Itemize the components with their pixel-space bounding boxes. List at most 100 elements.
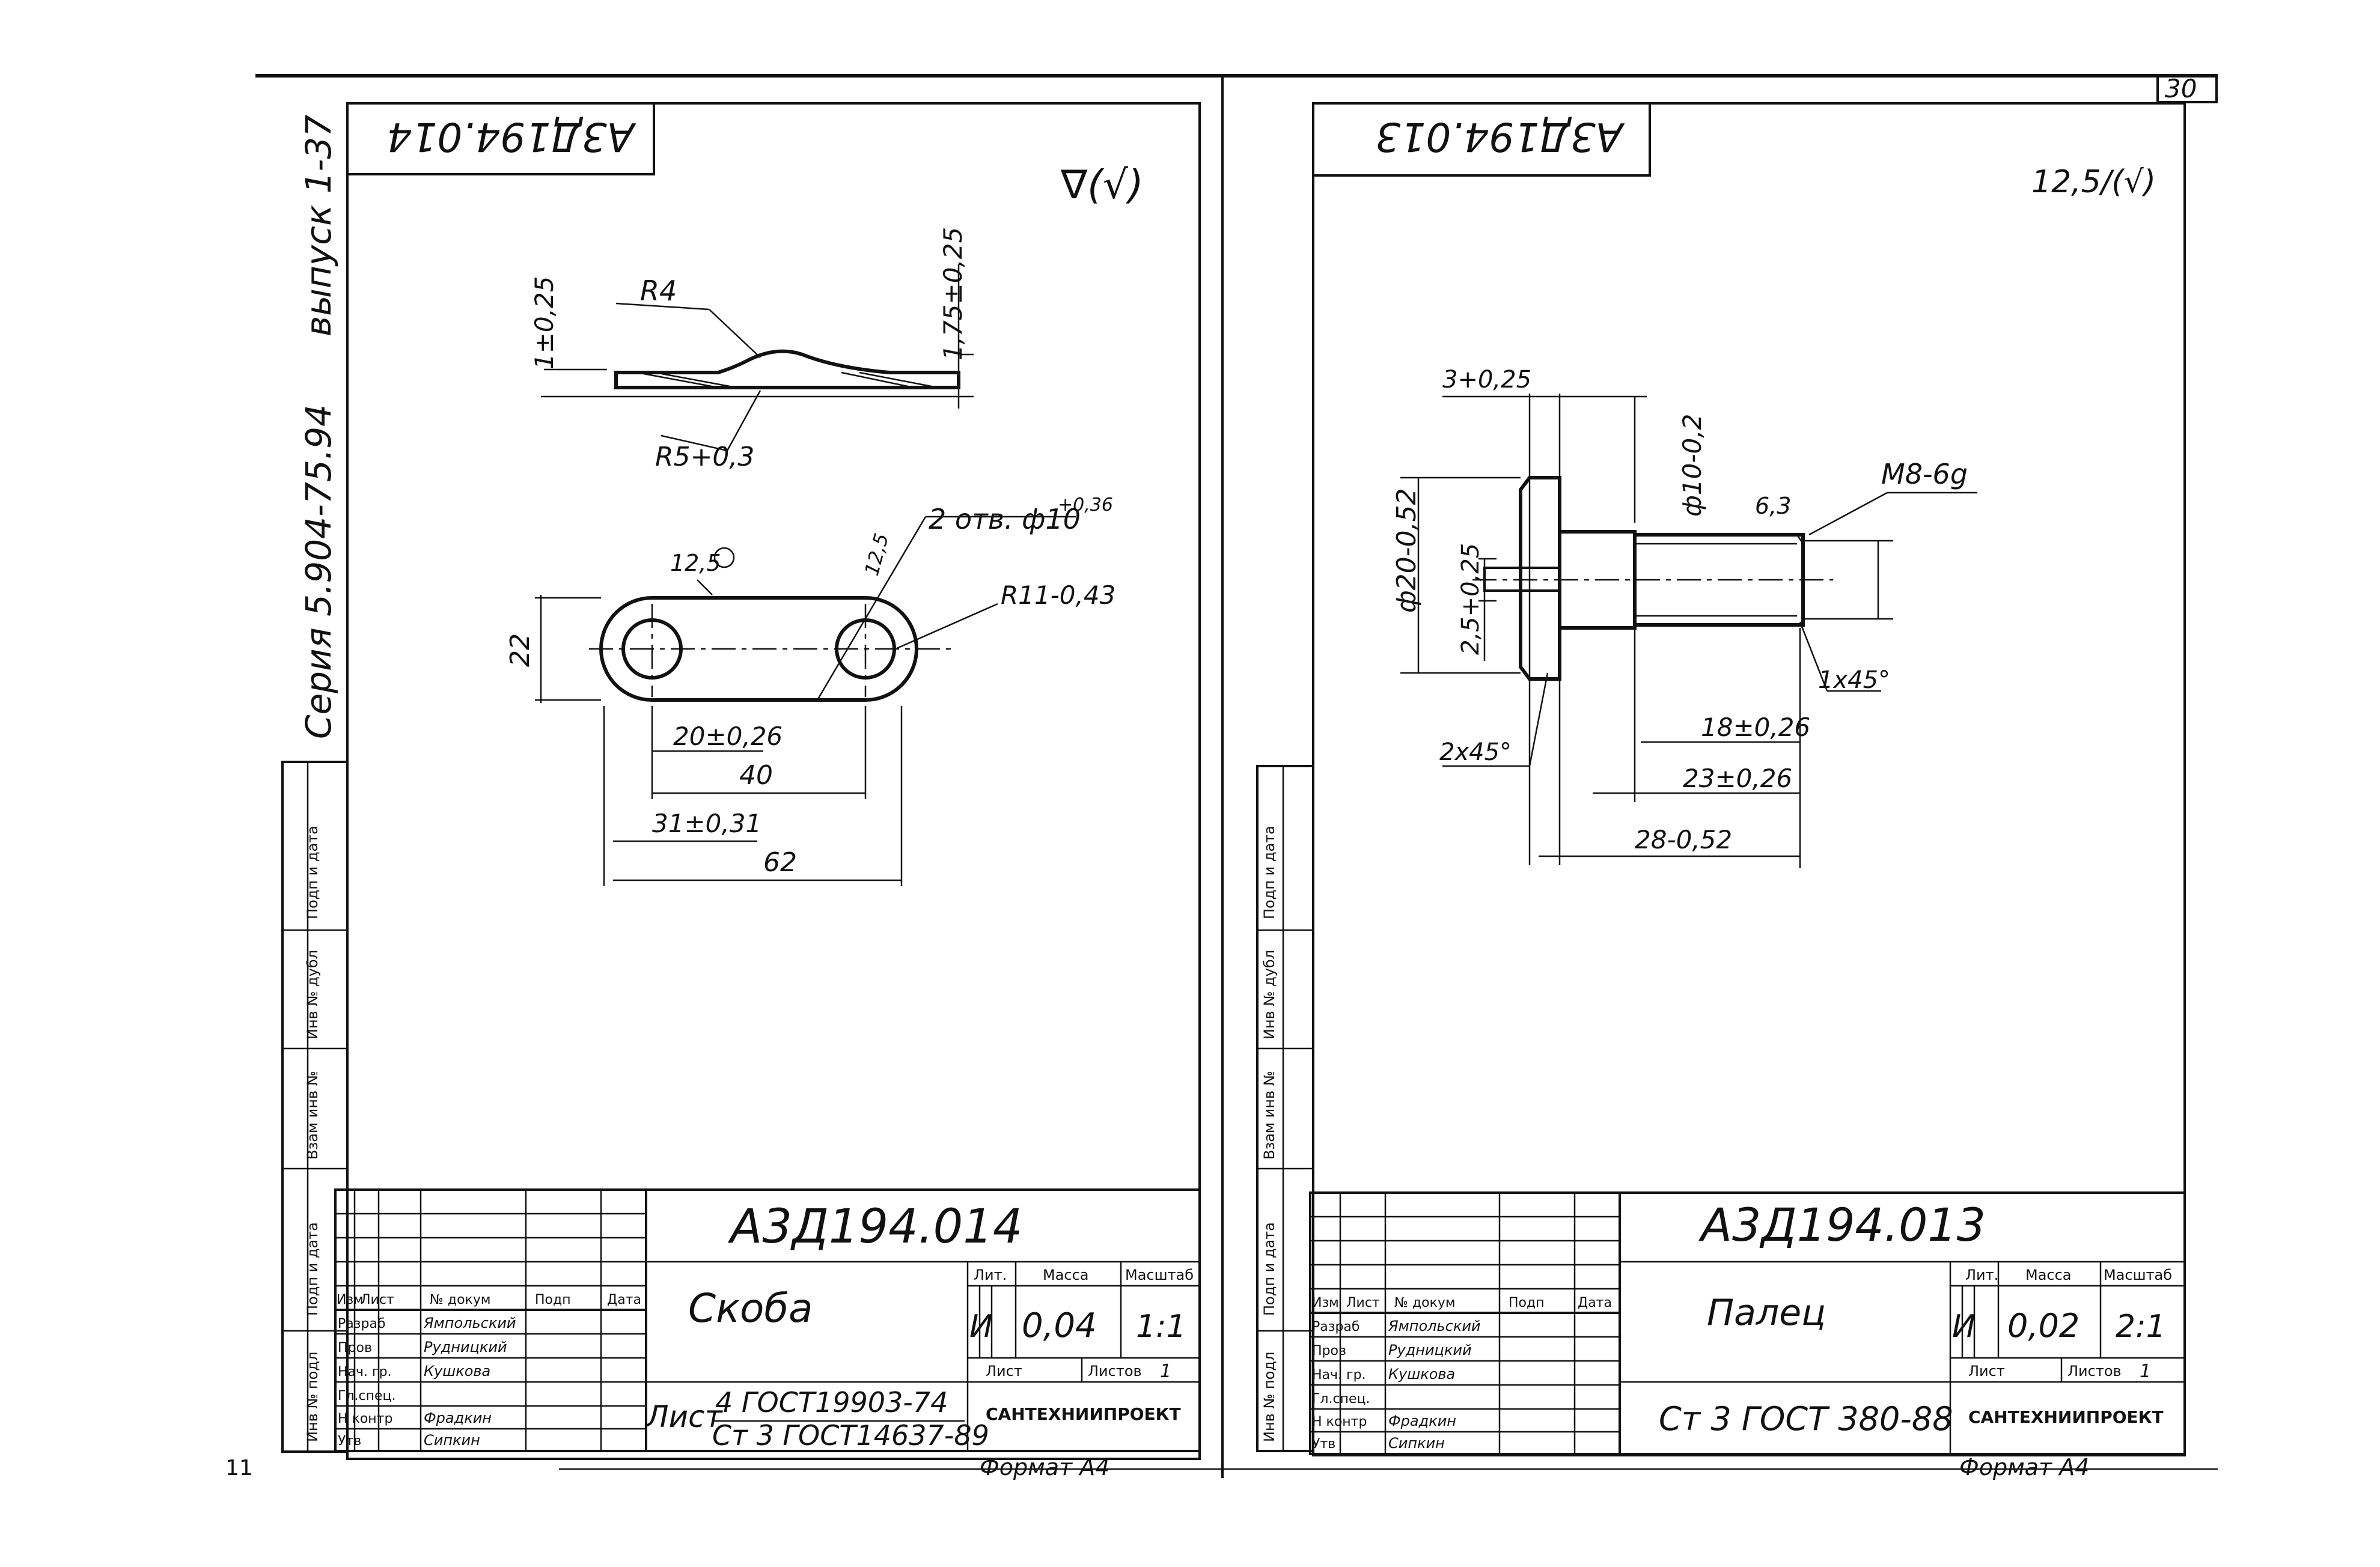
right-dim-18: 18±0,26 [1701,713,1810,742]
right-tb-nachgr: Нач. гр. [1312,1368,1366,1383]
right-pin-view [1400,394,1977,868]
left-part-name: Скоба [688,1285,813,1331]
right-lit-value: И [1952,1309,1976,1345]
right-scale-value: 2:1 [2116,1309,2166,1345]
right-stamp-label-2: Инв № дубл [1261,950,1278,1039]
left-material-1: Лист [645,1399,724,1434]
left-signer-2: Рудницкий [424,1339,507,1356]
left-dim-thickness: 1±0,25 [529,276,559,370]
right-dim-3: 3+0,25 [1442,366,1531,394]
left-tb-list: Лист [361,1292,394,1307]
left-rotated-code: А3Д194.014 [386,114,636,160]
left-tb-glspec: Гл.спец. [338,1389,395,1404]
right-dim-chamfer2: 2x45° [1439,738,1512,766]
right-title-block [1309,1191,2186,1455]
right-tb-prov: Пров [1312,1343,1346,1359]
right-sheet: А3Д194.013 12,5/(√) Подп и дата Инв № ду… [1256,102,2186,1480]
left-dim-20: 20±0,26 [673,722,783,751]
left-org: САНТЕХНИИПРОЕКТ [986,1404,1181,1424]
left-tb-utv: Утв [338,1434,361,1449]
right-mass-value: 0,02 [2007,1307,2079,1345]
right-tb-glspec: Гл.спец. [1312,1392,1370,1407]
left-scale-label: Масштаб [1125,1267,1194,1283]
right-dim-23: 23±0,26 [1683,764,1792,793]
left-signer-6: Сипкин [424,1432,480,1449]
series-label: Серия 5.904-75.94 [298,404,339,739]
right-tb-doc: № докум [1394,1295,1455,1310]
left-dim-31: 31±0,31 [652,809,761,838]
right-dim-m8: M8-6g [1881,458,1968,490]
right-signer-6: Сипкин [1388,1435,1445,1452]
right-tb-sign: Подп [1509,1295,1545,1310]
left-stamp-label-2: Инв № дубл [304,950,321,1039]
left-tb-nachgr: Нач. гр. [338,1365,392,1380]
left-dim-height: 1,75±0,25 [938,227,968,361]
right-side-stamp: Подп и дата Инв № дубл Взам инв № Подп и… [1256,765,1314,1452]
left-mass-label: Масса [1043,1267,1089,1283]
left-dim-rough-2: 12,5 [860,531,893,578]
left-signer-3: Кушкова [424,1363,490,1380]
right-sheets-label: Листов [2067,1363,2122,1380]
left-tb-sign: Подп [535,1292,571,1307]
left-sheets-label: Листов [1088,1363,1142,1380]
right-roughness-symbol: 12,5/(√) [2031,164,2156,200]
left-dim-62: 62 [763,847,797,878]
left-material-3: Ст 3 ГОСТ14637-89 [712,1419,989,1452]
left-sheet-label: Лист [986,1363,1022,1380]
right-dim-25: 2,5+0,25 [1457,543,1484,655]
right-tb-date: Дата [1578,1295,1612,1310]
right-sheet-label: Лист [1968,1363,2005,1380]
left-dim-holes: 2 отв. ф10 [929,503,1081,535]
left-stamp-label-5: Инв № подл [304,1352,321,1442]
left-tb-date: Дата [607,1292,641,1307]
left-dim-r4: R4 [640,275,677,307]
right-tb-nkontr: Н контр [1312,1414,1367,1429]
right-format: Формат А4 [1959,1454,2089,1480]
left-lit-label: Лит. [974,1267,1007,1283]
left-dim-r5: R5+0,3 [655,442,754,472]
left-format: Формат А4 [980,1454,1109,1480]
right-lit-label: Лит. [1965,1267,1998,1283]
left-scale-value: 1:1 [1136,1309,1186,1345]
left-stamp-label-4: Подп и дата [304,1222,321,1316]
left-stamp-label-1: Подп и дата [304,826,321,919]
right-rotated-code: А3Д194.013 [1375,114,1625,160]
page-frame [255,74,2218,1478]
right-dim-dia10: ф10-0,2 [1677,414,1707,517]
right-tb-list: Лист [1346,1295,1380,1310]
left-tb-nkontr: Н контр [338,1411,392,1426]
right-stamp-label-4: Подп и дата [1261,1222,1278,1316]
left-dim-rough-1: 12,5 [670,550,721,576]
left-side-stamp: Подп и дата Инв № дубл Взам инв № Подп и… [281,761,349,1453]
right-tb-utv: Утв [1312,1437,1335,1452]
left-mass-value: 0,04 [1022,1306,1097,1345]
right-dim-28: 28-0,52 [1635,825,1732,854]
right-signer-3: Кушкова [1388,1366,1455,1383]
right-dim-chamfer1: 1x45° [1818,666,1890,694]
bottom-left-mark: 11 [225,1456,253,1480]
right-mass-label: Масса [2025,1267,2072,1283]
left-stamp-label-3: Взам инв № [304,1071,321,1160]
left-tb-doc: № докум [430,1292,490,1307]
right-part-name: Палец [1707,1292,1826,1334]
page-number: 30 [2165,74,2197,103]
right-stamp-label-1: Подп и дата [1261,826,1278,919]
right-signer-5: Фрадкин [1388,1413,1456,1429]
left-signer-1: Ямпольский [423,1315,516,1331]
left-tb-razrab: Разраб [338,1316,385,1331]
right-dim-rough: 6,3 [1755,493,1791,519]
right-tb-razrab: Разраб [1312,1319,1359,1334]
right-part-code: А3Д194.013 [1698,1198,1986,1252]
right-stamp-label-3: Взам инв № [1261,1071,1278,1160]
right-signer-1: Ямпольский [1388,1318,1481,1334]
left-sheets-value: 1 [1160,1361,1171,1382]
left-sheet: А3Д194.014 ∇(√) Подп и дата Инв № дубл В… [281,102,1201,1480]
right-signer-2: Рудницкий [1388,1342,1472,1359]
left-roughness-symbol: ∇(√) [1060,162,1144,208]
right-dim-dia20: ф20-0,52 [1391,488,1422,613]
right-scale-label: Масштаб [2104,1267,2172,1283]
left-plan-view [535,516,1076,886]
left-signer-5: Фрадкин [424,1410,492,1426]
left-tb-prov: Пров [338,1340,372,1356]
